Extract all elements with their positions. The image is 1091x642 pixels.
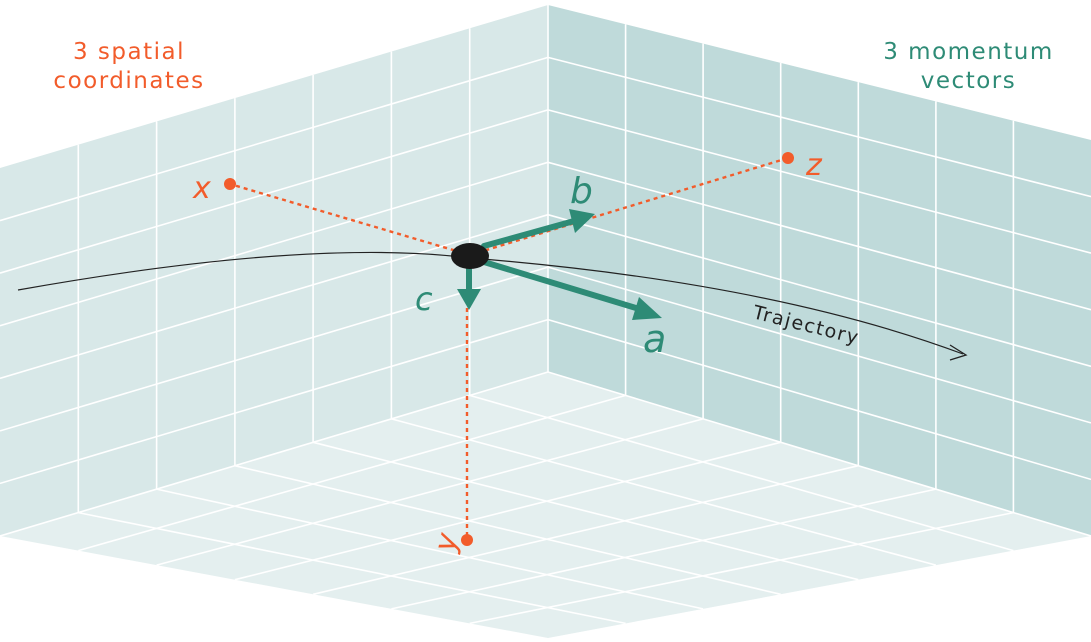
floor-edge-line bbox=[547, 371, 1091, 537]
vector-a-label: a bbox=[643, 317, 666, 361]
floor-grid-line bbox=[156, 418, 704, 566]
floor-grid-line bbox=[312, 441, 859, 581]
vector-b-shaft bbox=[481, 218, 577, 249]
spatial-coordinates-title: 3 spatial coordinates bbox=[14, 38, 244, 96]
z-axis-label: z bbox=[805, 148, 823, 183]
floor-grid-line bbox=[312, 464, 859, 596]
floor-edge-line bbox=[0, 371, 549, 537]
momentum-title-line-2: vectors bbox=[920, 68, 1017, 94]
left-wall-grid-line bbox=[0, 266, 549, 432]
vector-c-arrowhead bbox=[457, 289, 481, 310]
floor-grid-line bbox=[156, 488, 704, 610]
momentum-title-line-1: 3 momentum bbox=[883, 39, 1054, 65]
vector-a-arrowhead bbox=[632, 297, 662, 320]
x-axis-label: x bbox=[192, 171, 211, 206]
left-wall-grid-line bbox=[0, 109, 549, 274]
vector-a-shaft bbox=[481, 259, 639, 311]
vector-c-label: c bbox=[415, 280, 433, 318]
momentum-vectors-title: 3 momentum vectors bbox=[846, 38, 1091, 96]
x-axis-line bbox=[229, 182, 471, 257]
vector-b-arrowhead bbox=[569, 209, 595, 233]
y-axis-endpoint bbox=[461, 534, 473, 546]
right-wall-grid-line bbox=[547, 318, 1091, 481]
floor-grid-line bbox=[78, 394, 626, 552]
floor-grid-line bbox=[391, 488, 937, 610]
right-wall-grid-line bbox=[547, 109, 1091, 254]
left-wall-grid-line bbox=[0, 56, 549, 222]
spatial-title-line-2: coordinates bbox=[53, 68, 205, 94]
right-wall-grid-line bbox=[547, 161, 1091, 311]
left-wall-grid-line bbox=[0, 213, 549, 380]
particle bbox=[451, 243, 489, 269]
left-wall bbox=[0, 5, 548, 536]
floor-grid-line bbox=[391, 418, 937, 566]
floor-grid-line bbox=[469, 394, 1014, 552]
right-wall-grid-line bbox=[547, 213, 1091, 368]
floor-grid-line bbox=[234, 464, 781, 596]
z-axis-endpoint bbox=[782, 152, 794, 164]
trajectory-arrowhead bbox=[949, 344, 968, 361]
left-wall-grid-line bbox=[0, 161, 549, 327]
right-wall bbox=[548, 5, 1091, 536]
floor-grid-line bbox=[78, 511, 626, 625]
x-axis-endpoint bbox=[224, 178, 236, 190]
floor-grid-line bbox=[234, 441, 781, 581]
vector-b-label: b bbox=[570, 171, 593, 212]
grid-lines bbox=[0, 5, 1091, 625]
left-wall-grid-line bbox=[0, 318, 549, 485]
floor-grid-line bbox=[469, 511, 1014, 625]
right-wall-grid-line bbox=[547, 56, 1091, 198]
spatial-title-line-1: 3 spatial bbox=[72, 39, 185, 65]
floor bbox=[0, 372, 1091, 638]
right-wall-grid-line bbox=[547, 266, 1091, 424]
